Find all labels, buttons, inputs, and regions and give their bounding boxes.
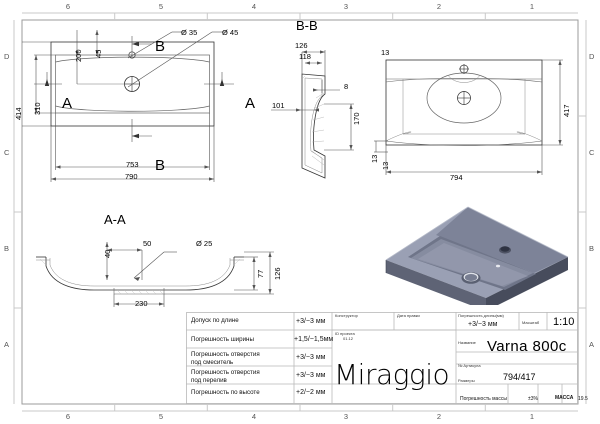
section-aa-title: A-A — [104, 212, 126, 227]
dim-790: 790 — [125, 172, 138, 181]
zone-top-3: 3 — [343, 2, 349, 11]
zone-top-1: 1 — [529, 2, 535, 11]
article-label: № Артикула — [458, 363, 481, 368]
zone-top-4: 4 — [251, 2, 257, 11]
mass-tolerance-label: Погрешность массы — [460, 396, 507, 402]
mass-tolerance-value: ±3% — [528, 396, 538, 402]
dim-bb-8: 8 — [344, 82, 349, 91]
dim-aa-hole-25: Ø 25 — [196, 239, 213, 248]
zone-left-D: D — [4, 52, 10, 61]
dim-bb-13-top: 13 — [381, 48, 390, 57]
dim-bb-118: 118 — [299, 52, 311, 61]
zone-top-2: 2 — [436, 2, 442, 11]
dim-aa-230: 230 — [135, 299, 148, 308]
zone-bottom-2: 2 — [436, 412, 442, 421]
zone-bottom-5: 5 — [158, 412, 164, 421]
title-block-grid — [186, 312, 578, 404]
zone-right-D: D — [589, 52, 595, 61]
dim-bb-101: 101 — [272, 101, 285, 110]
tolerance-label-1: Погрешность ширины — [191, 336, 254, 343]
zone-bottom-6: 6 — [65, 412, 71, 421]
dim-bb-126: 126 — [295, 41, 308, 50]
size-value: 794/417 — [503, 372, 536, 382]
tolerance-label-3: Погрешность отверстия под перелив — [191, 369, 260, 384]
tolerance-value-3: +3/−3 мм — [296, 372, 326, 379]
front-view-drawing — [374, 59, 563, 175]
dim-aa-50: 50 — [143, 239, 152, 248]
section-label-a-right: A — [245, 95, 256, 112]
dim-200: 200 — [74, 49, 83, 62]
scale-label: Масштаб — [522, 320, 540, 325]
zone-bottom-4: 4 — [251, 412, 257, 421]
tolerance-value-2: +3/−3 мм — [296, 354, 326, 361]
tolerance-label-2: Погрешность отверстия под смеситель — [191, 351, 260, 366]
zone-bottom-1: 1 — [529, 412, 535, 421]
zone-top-6: 6 — [65, 2, 71, 11]
dim-aa-77: 77 — [256, 269, 265, 278]
name-label: Название — [458, 340, 476, 345]
size-label: Размеры — [458, 378, 475, 383]
section-label-a-left: A — [62, 95, 73, 112]
dim-front-794: 794 — [450, 173, 463, 182]
zone-left-B: B — [4, 244, 10, 253]
dim-front-13: 13 — [370, 154, 379, 163]
dim-753: 753 — [126, 160, 139, 169]
project-id-value: 01.12 — [343, 336, 354, 341]
dim-front-417: 417 — [562, 104, 571, 117]
mass-label: МАССА — [555, 395, 574, 401]
section-bb-drawing — [271, 50, 354, 179]
section-label-b-top: B — [155, 38, 166, 55]
dim-hole-45: Ø 45 — [222, 28, 239, 37]
isometric-washbasin-render — [385, 206, 569, 305]
tolerance-value-1: +1,5/−1,5мм — [294, 336, 334, 343]
dim-bb-170: 170 — [352, 112, 361, 125]
dim-aa-126: 126 — [273, 267, 282, 280]
dim-aa-40: 40 — [103, 249, 112, 258]
zone-left-C: C — [4, 148, 10, 157]
constructor-label: Конструктор — [335, 313, 358, 318]
zone-top-5: 5 — [158, 2, 164, 11]
project-id-label: ID проекта — [335, 331, 355, 336]
section-label-b-bottom: B — [155, 157, 166, 174]
dim-45: 45 — [94, 49, 103, 58]
zone-right-B: B — [589, 244, 595, 253]
dim-hole-35: Ø 35 — [181, 28, 198, 37]
mass-value: 19.5 — [578, 396, 588, 402]
zone-left-A: A — [4, 340, 10, 349]
tolerance-label-4: Погрешность по высоте — [191, 389, 260, 396]
dim-310: 310 — [33, 102, 42, 115]
product-name-value: Varna 800c — [487, 338, 567, 355]
zone-bottom-3: 3 — [343, 412, 349, 421]
top-view-drawing — [22, 30, 234, 182]
length-tolerance-value: +3/−3 мм — [468, 321, 498, 328]
dim-414: 414 — [14, 107, 23, 120]
section-bb-title: B-B — [296, 18, 318, 33]
scale-value: 1:10 — [553, 316, 575, 328]
date-label: Дата правки — [397, 313, 420, 318]
tolerance-label-0: Допуск по длине — [191, 317, 239, 324]
length-tolerance-label: Погрешность длины(мм) — [458, 313, 504, 318]
tolerance-value-4: +2/−2 мм — [296, 389, 326, 396]
section-aa-drawing — [36, 242, 274, 307]
brand-logo: Miraggio — [334, 358, 450, 391]
zone-right-C: C — [589, 148, 595, 157]
tolerance-value-0: +3/−3 мм — [296, 318, 326, 325]
zone-right-A: A — [589, 340, 595, 349]
